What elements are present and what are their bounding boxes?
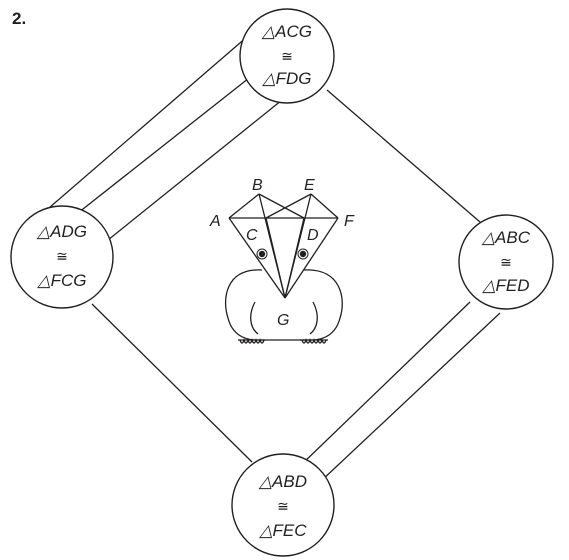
connector-top-left-2 [63, 66, 264, 225]
node-bottom-line3: △FEC [258, 521, 307, 540]
connector-left-bottom [91, 303, 253, 463]
node-top: △ACG ≅ △FDG [239, 8, 335, 104]
segment-CG [265, 217, 286, 299]
node-left-congruent: ≅ [56, 249, 68, 265]
node-top-line1: △ACG [261, 22, 312, 41]
connector-top-right [326, 89, 481, 223]
connector-top-left-3 [107, 99, 283, 241]
left-foot-claws [239, 337, 265, 344]
label-F: F [344, 213, 355, 230]
label-C: C [246, 227, 258, 244]
geometry-figure: A B C D E F G [209, 177, 355, 344]
node-top-circle [239, 8, 335, 104]
angle-arc-left [256, 248, 268, 260]
label-G: G [277, 312, 289, 329]
connector-right-bottom-1 [299, 301, 471, 467]
node-left-circle [10, 205, 114, 309]
label-B: B [252, 177, 263, 194]
segment-BD [258, 193, 305, 219]
node-right-congruent: ≅ [500, 255, 512, 271]
node-bottom: △ABD ≅ △FEC [231, 453, 335, 557]
right-foot-claws [301, 337, 327, 344]
segment-FG [284, 217, 339, 299]
node-bottom-line1: △ABD [258, 472, 307, 491]
node-left: △ADG ≅ △FCG [10, 205, 114, 309]
left-inner-curve [250, 301, 259, 335]
node-top-line3: △FDG [262, 69, 312, 88]
segment-AB [228, 193, 260, 219]
node-left-line3: △FCG [37, 271, 87, 290]
segment-EC [265, 193, 312, 219]
label-E: E [304, 177, 315, 194]
left-foot [238, 337, 265, 344]
connector-top-left-1 [41, 35, 249, 215]
connector-right-bottom-2 [319, 312, 501, 483]
right-foot [300, 337, 328, 344]
node-right-circle [458, 214, 554, 310]
right-inner-curve [309, 301, 318, 335]
angle-arc-right [297, 248, 309, 260]
left-body-curve [225, 269, 263, 341]
node-top-congruent: ≅ [281, 49, 293, 65]
angle-mark-right [299, 250, 307, 258]
segment-AG [228, 217, 286, 299]
right-body-curve [303, 269, 343, 341]
node-left-line1: △ADG [36, 222, 87, 241]
node-bottom-circle [231, 453, 335, 557]
angle-mark-left [258, 250, 266, 258]
problem-number: 2. [12, 9, 26, 28]
node-right-line1: △ABC [481, 228, 531, 247]
label-D: D [307, 227, 319, 244]
segment-FE [310, 193, 339, 219]
label-A: A [209, 213, 221, 230]
node-right: △ABC ≅ △FED [458, 214, 554, 310]
segment-DG [284, 217, 305, 299]
node-bottom-congruent: ≅ [277, 499, 289, 515]
node-right-line3: △FED [481, 276, 529, 295]
connectors [41, 35, 501, 483]
